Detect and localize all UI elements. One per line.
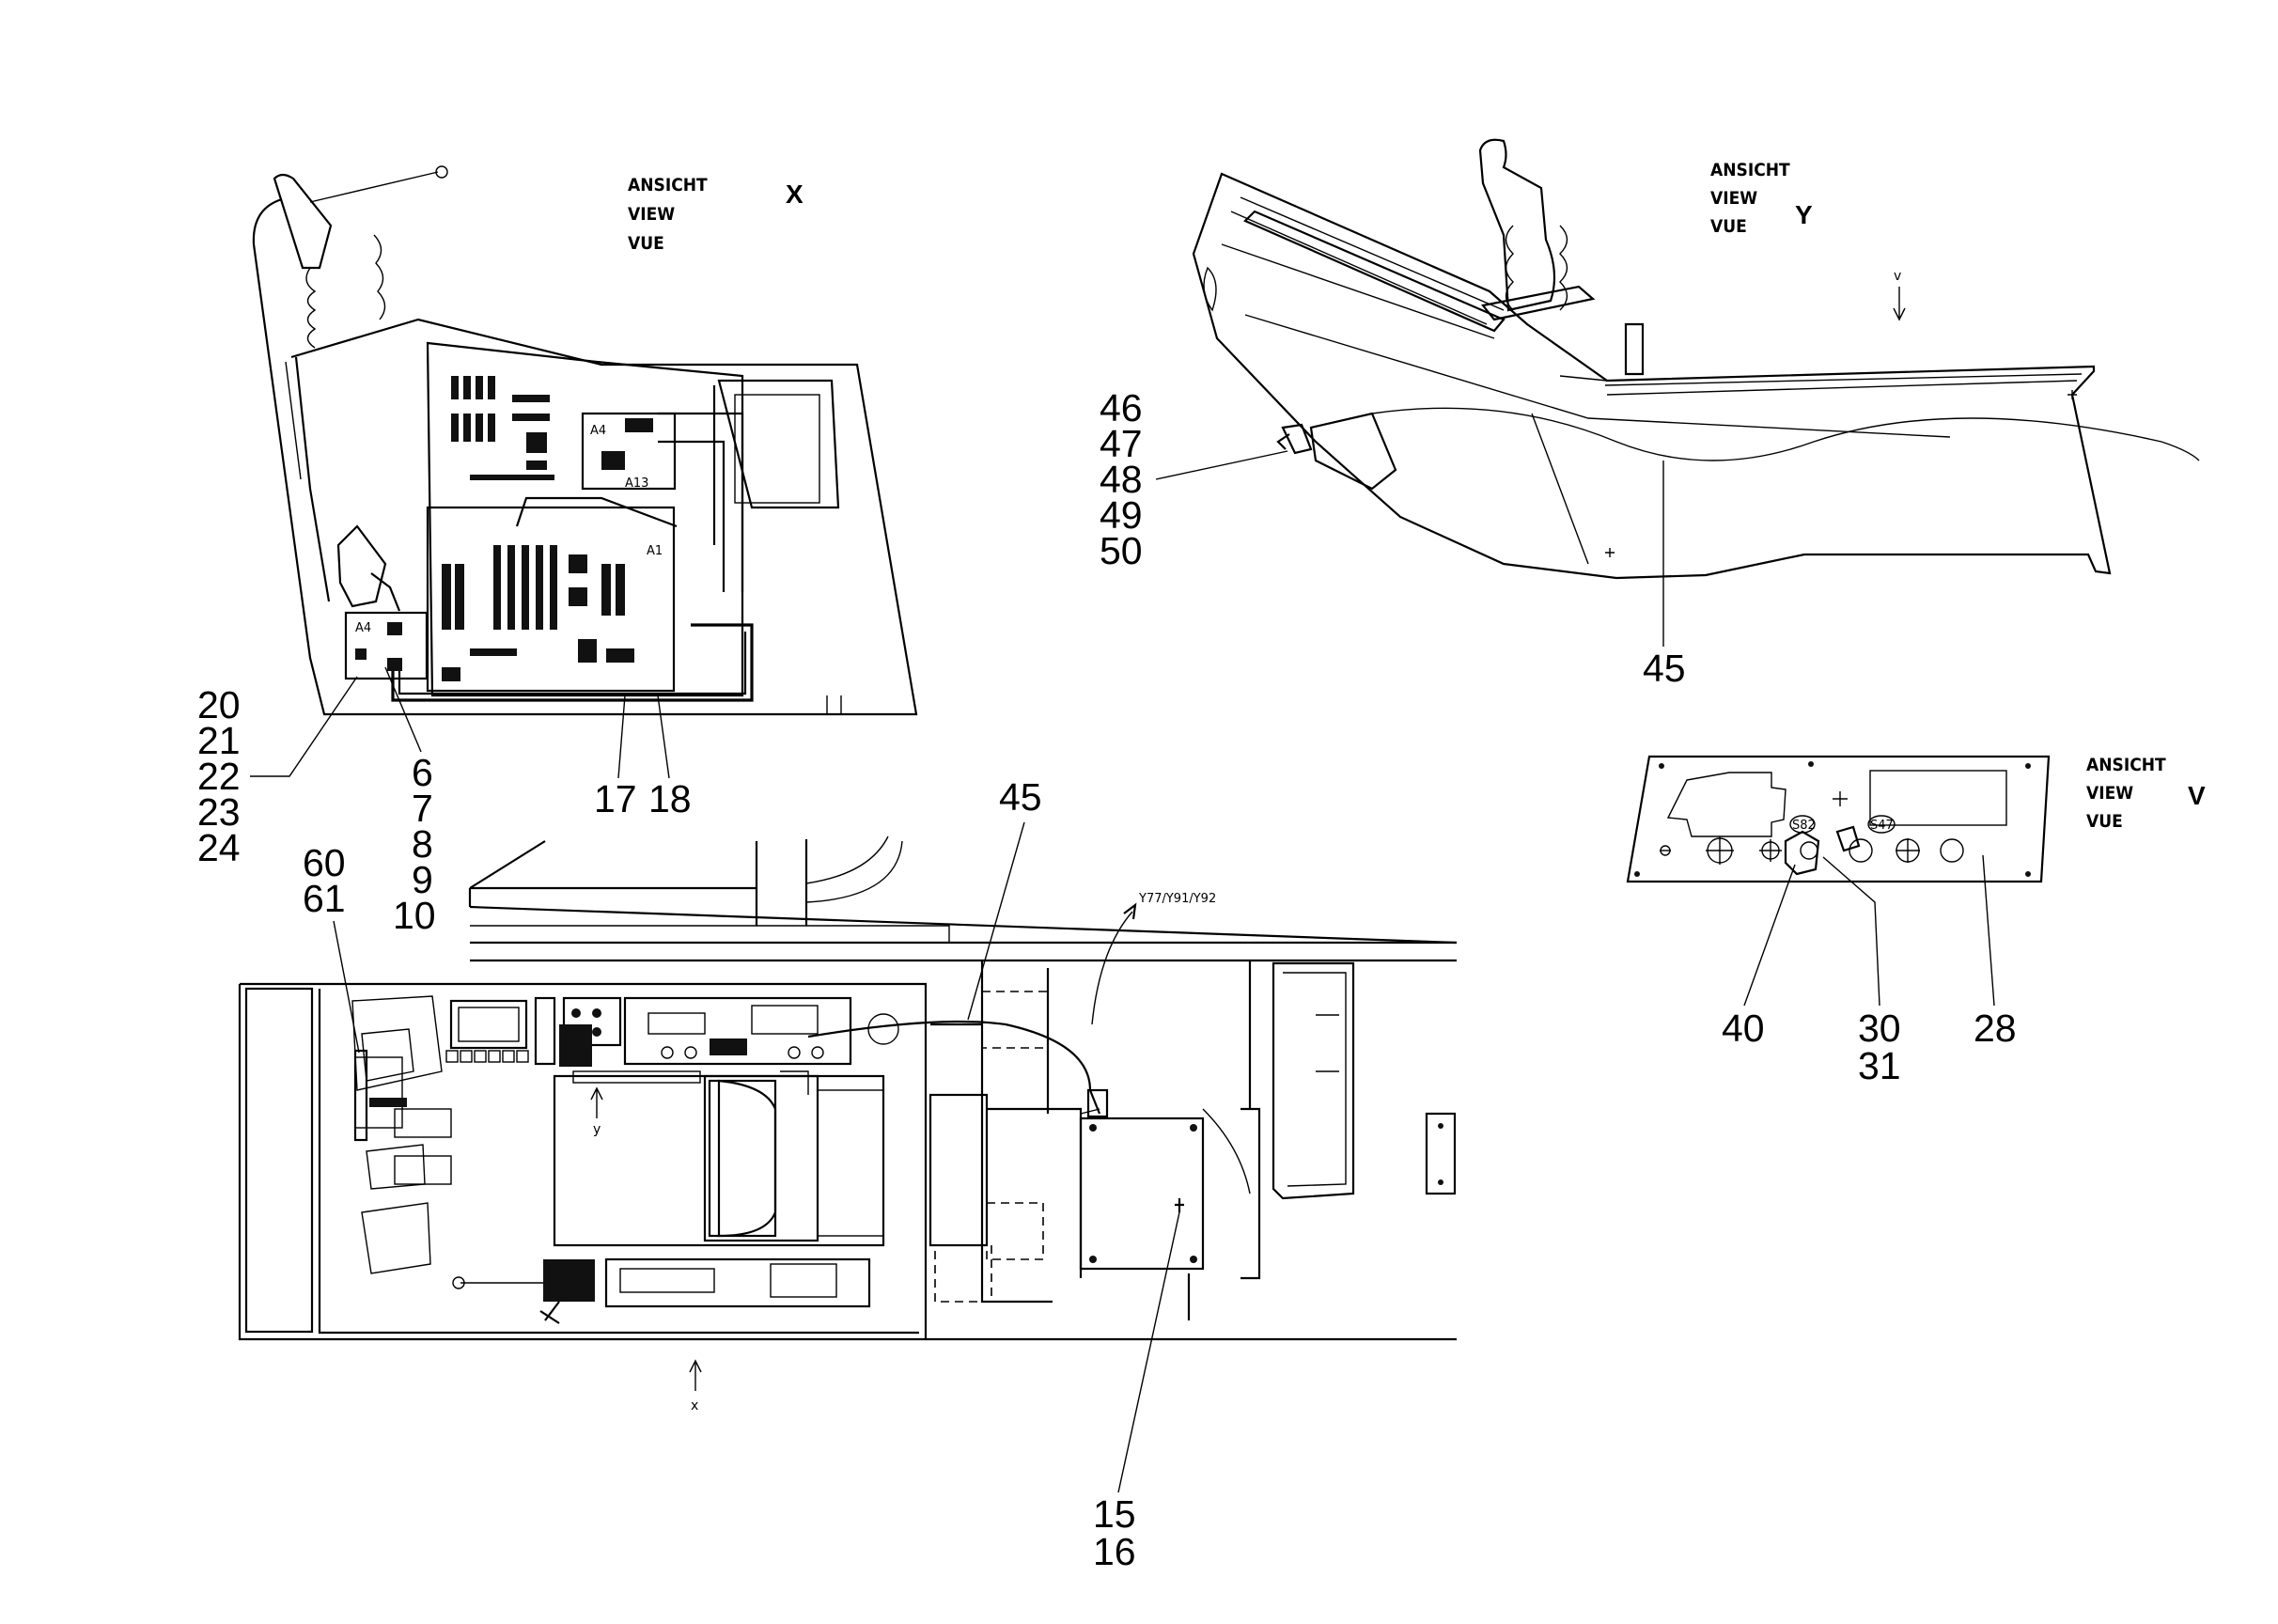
plan-view-cab: Y77/Y91/Y92 y x xyxy=(238,835,1458,1413)
callout-50: 50 xyxy=(1100,529,1143,572)
board-label-a4-top: A4 xyxy=(590,424,606,438)
view-x-label-vue: VUE xyxy=(628,233,664,254)
callouts-plan-view: 60 61 45 15 16 xyxy=(303,775,1180,1573)
callout-31: 31 xyxy=(1858,1044,1901,1087)
leader-6 xyxy=(384,666,422,753)
view-y-letter: Y xyxy=(1795,200,1813,229)
callout-18: 18 xyxy=(648,777,692,820)
leader-48 xyxy=(1155,450,1288,480)
relay-block xyxy=(442,376,653,681)
view-v-label-ansicht: ANSICHT xyxy=(2086,755,2166,775)
board-label-a13: A13 xyxy=(625,476,648,491)
view-y-arrow xyxy=(590,1086,603,1118)
keypad xyxy=(445,1050,529,1063)
view-x-letter: X xyxy=(786,180,804,209)
view-x-arrow xyxy=(689,1359,702,1391)
leader-18 xyxy=(657,695,670,779)
callout-45-view-y: 45 xyxy=(1643,647,1686,690)
view-v-letter: V xyxy=(2188,781,2206,810)
leader-22 xyxy=(250,676,358,777)
view-v-label: ANSICHT VIEW VUE V xyxy=(2086,755,2206,832)
view-x-arrow-label: x xyxy=(691,1398,698,1413)
callout-16: 16 xyxy=(1093,1530,1136,1573)
socket-label-s82: S82 xyxy=(1792,819,1816,833)
board-label-a4-side: A4 xyxy=(355,621,371,635)
callout-15: 15 xyxy=(1093,1492,1136,1536)
callout-8: 8 xyxy=(412,822,433,866)
callout-22: 22 xyxy=(197,755,241,798)
callout-17: 17 xyxy=(594,777,637,820)
view-v-label-view: VIEW xyxy=(2086,783,2133,804)
callout-49: 49 xyxy=(1100,493,1143,537)
callouts-view-v: 40 30 31 28 xyxy=(1722,854,2017,1087)
view-x-label-view: VIEW xyxy=(628,204,675,225)
callout-7: 7 xyxy=(412,787,433,830)
callout-28: 28 xyxy=(1974,1007,2017,1050)
callout-46: 46 xyxy=(1100,386,1143,429)
valve-label: Y77/Y91/Y92 xyxy=(1138,892,1216,906)
view-x-console: A4 A13 A1 xyxy=(252,165,918,716)
leader-17 xyxy=(617,695,626,779)
view-y-arrow-label: y xyxy=(593,1122,601,1137)
callout-47: 47 xyxy=(1100,422,1143,465)
view-x-label-ansicht: ANSICHT xyxy=(628,175,708,195)
view-y-label-ansicht: ANSICHT xyxy=(1710,160,1790,180)
board-label-a1: A1 xyxy=(647,544,663,558)
callout-24: 24 xyxy=(197,826,241,869)
callout-30: 30 xyxy=(1858,1007,1901,1050)
view-y-armrest xyxy=(1192,138,2200,580)
view-y-label-view: VIEW xyxy=(1710,188,1757,209)
socket-label-s47: S47 xyxy=(1870,819,1894,833)
callout-23: 23 xyxy=(197,790,241,834)
view-y-label: ANSICHT VIEW VUE Y v xyxy=(1710,160,1906,321)
view-y-label-vue: VUE xyxy=(1710,216,1747,237)
view-v-panel: S82 S47 xyxy=(1626,755,2051,883)
callout-6: 6 xyxy=(412,751,433,794)
leader-30 xyxy=(1822,856,1880,1007)
callouts-view-x: 20 21 22 23 24 6 7 8 9 10 17 18 xyxy=(197,666,692,937)
callout-61: 61 xyxy=(303,877,346,920)
callout-21: 21 xyxy=(197,719,241,762)
leader-15 xyxy=(1117,1211,1180,1493)
view-v-arrow-label-top: v xyxy=(1894,269,1901,284)
leader-60 xyxy=(333,920,360,1054)
view-x-label: ANSICHT VIEW VUE X xyxy=(628,175,804,254)
callout-9: 9 xyxy=(412,858,433,901)
callout-60: 60 xyxy=(303,841,346,884)
callout-10: 10 xyxy=(393,894,436,937)
leader-28 xyxy=(1982,854,1995,1007)
view-v-label-vue: VUE xyxy=(2086,811,2123,832)
leader-40 xyxy=(1743,864,1796,1007)
callout-20: 20 xyxy=(197,683,241,726)
leader-45-plan xyxy=(967,821,1025,1021)
callout-40: 40 xyxy=(1722,1007,1765,1050)
callout-45-plan: 45 xyxy=(999,775,1042,819)
callout-48: 48 xyxy=(1100,458,1143,501)
view-v-arrow xyxy=(1893,287,1906,321)
callouts-view-y: 46 47 48 49 50 45 xyxy=(1100,386,1686,690)
